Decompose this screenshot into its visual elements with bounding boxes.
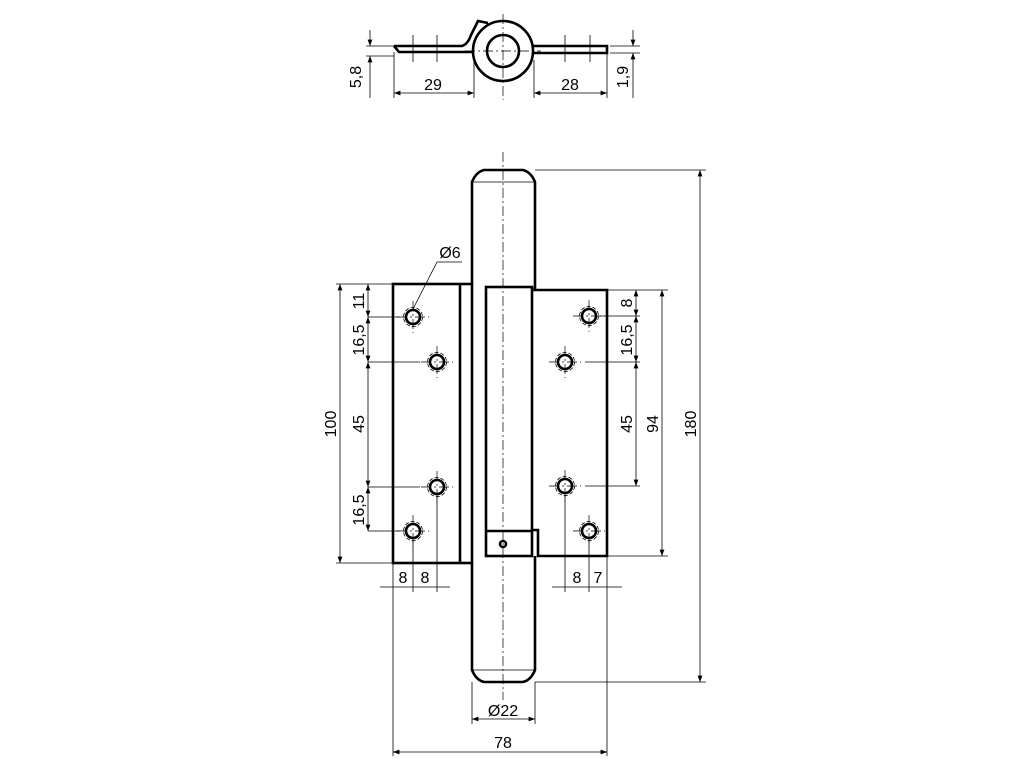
left-leaf bbox=[391, 282, 474, 565]
barrel-inner bbox=[484, 285, 534, 558]
dim-right-8: 8 bbox=[619, 298, 636, 307]
dim-180: 180 bbox=[683, 411, 700, 438]
dim-right-16-5: 16,5 bbox=[619, 324, 636, 355]
barrel-bottom bbox=[470, 556, 537, 684]
dim-28: 28 bbox=[561, 77, 579, 94]
left-leaf-top bbox=[393, 19, 489, 54]
dim-barrel-diameter: Ø22 bbox=[488, 703, 518, 720]
right-leaf bbox=[532, 288, 609, 558]
front-view: 11 16,5 45 16,5 100 8 16,5 45 94 180 8 8… bbox=[323, 152, 706, 756]
dim-bottom-right-7: 7 bbox=[594, 570, 603, 587]
screw-holes bbox=[397, 300, 605, 547]
dim-bottom-left-8b: 8 bbox=[421, 570, 430, 587]
dim-29: 29 bbox=[424, 77, 442, 94]
dim-94: 94 bbox=[645, 415, 662, 433]
dim-right-45: 45 bbox=[619, 415, 636, 433]
dim-1-9: 1,9 bbox=[615, 66, 632, 88]
dim-78: 78 bbox=[494, 735, 512, 752]
top-view: 5,8 29 28 1,9 bbox=[348, 14, 640, 100]
barrel-top bbox=[470, 168, 537, 290]
dim-5-8: 5,8 bbox=[348, 66, 365, 88]
dim-left-45: 45 bbox=[351, 415, 368, 433]
dim-bottom-right-8: 8 bbox=[573, 570, 582, 587]
dim-left-11: 11 bbox=[351, 293, 368, 310]
dim-bottom-left-8a: 8 bbox=[399, 570, 408, 587]
spring-adjust-hole bbox=[498, 539, 508, 549]
dim-hole-diameter: Ø6 bbox=[439, 245, 460, 262]
dim-left-16-5-bottom: 16,5 bbox=[351, 494, 368, 525]
dim-100: 100 bbox=[323, 411, 340, 438]
dim-left-16-5-top: 16,5 bbox=[351, 324, 368, 355]
right-leaf-top bbox=[533, 44, 609, 55]
